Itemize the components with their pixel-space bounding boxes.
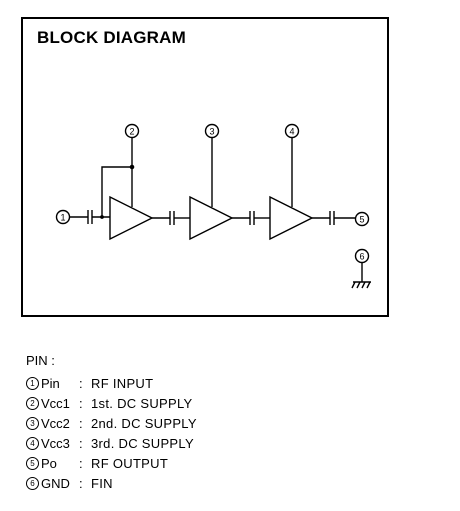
pin-3-marker-label: 3 — [209, 127, 214, 137]
amplifier-stage-1 — [109, 195, 154, 241]
pin-description: 1st. DC SUPPLY — [91, 395, 193, 411]
pin-2-marker-label: 2 — [129, 127, 134, 137]
pin-description: RF INPUT — [91, 375, 154, 391]
pin-name: Po — [41, 455, 57, 471]
pin-row: 6 GND : FIN — [26, 474, 113, 492]
coupling-capacitor-1 — [169, 211, 175, 225]
pin-number-badge: 4 — [26, 436, 39, 450]
pin-separator: : — [79, 435, 83, 451]
pin-name: Vcc1 — [41, 395, 70, 411]
pin-number-badge: 2 — [26, 396, 39, 410]
pin-list-header: PIN : — [26, 353, 55, 368]
pin-name: Vcc3 — [41, 435, 70, 451]
pin-separator: : — [79, 455, 83, 471]
pin-name: Vcc2 — [41, 415, 70, 431]
pin-row: 1 Pin : RF INPUT — [26, 374, 153, 392]
amplifier-stage-2 — [189, 195, 234, 241]
input-capacitor — [87, 210, 93, 224]
pin-row: 3 Vcc2 : 2nd. DC SUPPLY — [26, 414, 197, 432]
pin-6-marker-label: 6 — [359, 252, 364, 262]
coupling-capacitor-2 — [249, 211, 255, 225]
pin-separator: : — [79, 395, 83, 411]
ground-symbol-icon — [351, 262, 371, 289]
pin-row: 5 Po : RF OUTPUT — [26, 454, 168, 472]
pin-name: Pin — [41, 375, 60, 391]
pin-number-badge: 6 — [26, 476, 39, 490]
pin-name: GND — [41, 475, 70, 491]
pin-description: 2nd. DC SUPPLY — [91, 415, 197, 431]
vcc1-bias-line — [101, 166, 132, 217]
pin-separator: : — [79, 415, 83, 431]
pin-1-marker-label: 1 — [60, 213, 65, 223]
pin-row: 2 Vcc1 : 1st. DC SUPPLY — [26, 394, 193, 412]
pin-number-badge: 3 — [26, 416, 39, 430]
output-capacitor — [329, 211, 335, 225]
pin-separator: : — [79, 475, 83, 491]
amplifier-stage-3 — [269, 195, 314, 241]
pin-separator: : — [79, 375, 83, 391]
pin-5-marker-label: 5 — [359, 215, 364, 225]
pin-5-marker — [354, 211, 370, 227]
pin-description: FIN — [91, 475, 113, 491]
pin-number-badge: 5 — [26, 456, 39, 470]
pin-4-marker-label: 4 — [289, 127, 294, 137]
pin-row: 4 Vcc3 : 3rd. DC SUPPLY — [26, 434, 194, 452]
diagram-title: BLOCK DIAGRAM — [37, 28, 186, 47]
pin-number-badge: 1 — [26, 376, 39, 390]
pin-description: 3rd. DC SUPPLY — [91, 435, 194, 451]
block-diagram-frame — [21, 17, 389, 317]
pin-description: RF OUTPUT — [91, 455, 169, 471]
block-diagram: 1 2 3 4 5 6 — [55, 123, 371, 289]
